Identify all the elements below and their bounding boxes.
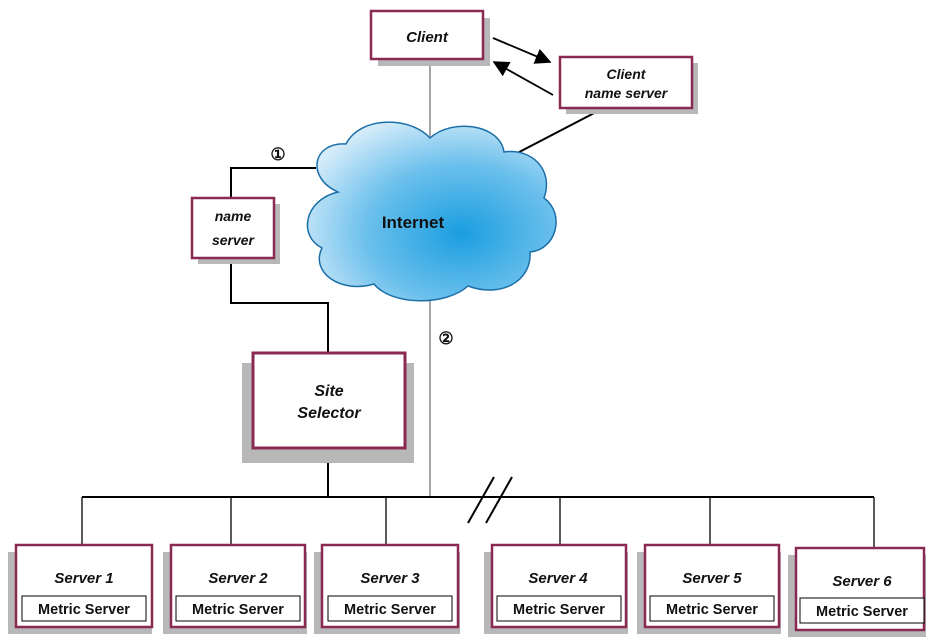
server-3-metric-box (327, 595, 453, 622)
query-arrow (492, 37, 552, 64)
client-node: Client (369, 9, 490, 66)
site-selector-box (251, 351, 407, 450)
server-4-metric-label: Metric Server (513, 602, 605, 618)
client-box (369, 9, 485, 61)
name-server-internet-link (230, 167, 316, 198)
client-name-server-line1: Client (607, 66, 647, 82)
internet-label: Internet (382, 213, 445, 232)
server-1-node: Server 1 Metric Server (8, 543, 154, 634)
name-server-box (190, 196, 276, 260)
site-selector-line2: Selector (297, 405, 361, 422)
name-server-node: name server (190, 196, 280, 264)
server-2-metric-box (175, 595, 301, 622)
bus-break-mark-1 (467, 476, 495, 524)
name-server-line1: name (215, 208, 252, 224)
server-3-metric-label: Metric Server (344, 602, 436, 618)
server-1-metric-box (21, 595, 147, 622)
site-selector-node: Site Selector (242, 351, 414, 463)
server-6-metric-box (799, 597, 925, 624)
server-3-node: Server 3 Metric Server (314, 543, 460, 634)
server-6-metric-label: Metric Server (816, 604, 908, 620)
server-1-metric-label: Metric Server (38, 602, 130, 618)
server-5-metric-box (649, 595, 775, 622)
server-4-node: Server 4 Metric Server (484, 543, 628, 634)
server-2-label: Server 2 (208, 570, 268, 587)
cloud-icon (306, 121, 557, 302)
server-4-metric-box (496, 595, 622, 622)
bus-break-mark-2 (485, 476, 513, 524)
server-3-label: Server 3 (360, 570, 420, 587)
server-4-label: Server 4 (528, 570, 588, 587)
response-arrow (492, 61, 554, 96)
step-1-marker: ① (270, 145, 285, 165)
server-2-metric-label: Metric Server (192, 602, 284, 618)
client-label: Client (406, 29, 449, 46)
internet-cloud: Internet (306, 121, 557, 302)
client-name-server-box (558, 55, 694, 110)
name-server-line2: server (212, 232, 256, 248)
server-5-node: Server 5 Metric Server (637, 543, 781, 634)
name-server-site-selector-link (230, 260, 329, 353)
server-2-node: Server 2 Metric Server (163, 543, 307, 634)
site-selector-line1: Site (314, 383, 343, 400)
step-2-marker: ② (438, 329, 453, 349)
servers: Server 1 Metric Server Server 2 Metric S… (8, 543, 926, 637)
server-5-label: Server 5 (682, 570, 742, 587)
server-6-label: Server 6 (832, 573, 892, 590)
server-1-label: Server 1 (54, 570, 113, 587)
client-name-server-line2: name server (585, 85, 669, 101)
client-name-server-node: Client name server (558, 55, 698, 114)
server-5-metric-label: Metric Server (666, 602, 758, 618)
server-6-node: Server 6 Metric Server (788, 546, 926, 637)
